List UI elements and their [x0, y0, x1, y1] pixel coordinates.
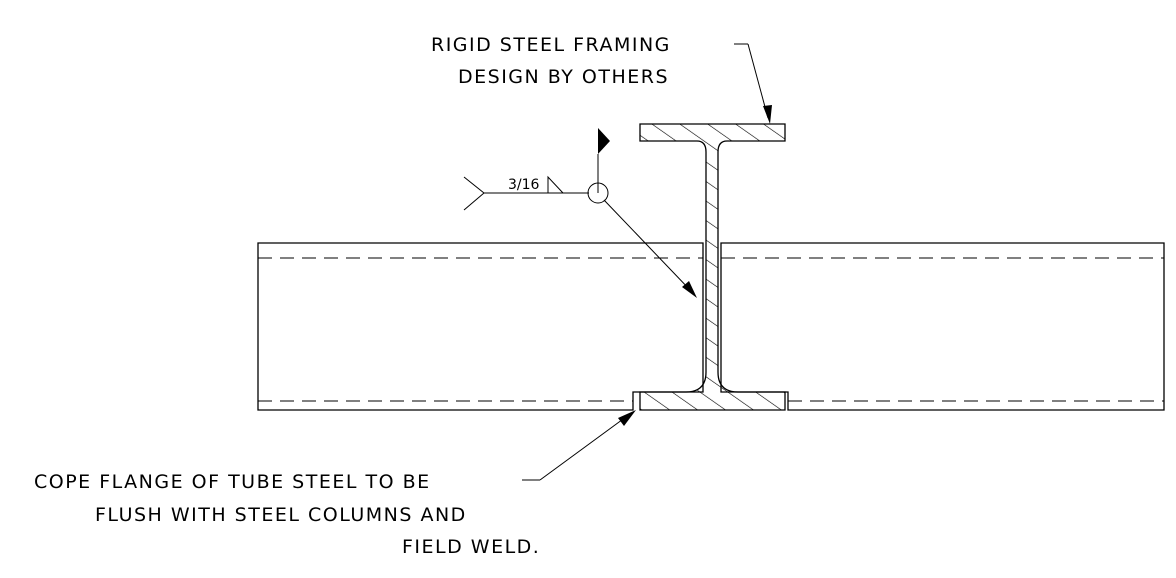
- tube-steel-right: [720, 242, 1165, 411]
- bottom-note-line1: COPE FLANGE OF TUBE STEEL TO BE: [34, 471, 431, 493]
- weld-symbol: 3/16: [463, 128, 697, 298]
- bottom-note-line3: FIELD WELD.: [402, 536, 540, 558]
- top-note-line2: DESIGN BY OTHERS: [458, 66, 669, 88]
- bottom-note-line2: FLUSH WITH STEEL COLUMNS AND: [95, 504, 467, 526]
- tube-steel-left: [257, 242, 704, 411]
- steel-column-section: [639, 123, 786, 411]
- weld-size-label: 3/16: [508, 177, 540, 193]
- top-note-line1: RIGID STEEL FRAMING: [431, 34, 671, 56]
- bottom-note-leader: [522, 410, 636, 481]
- top-note-leader: [734, 43, 772, 124]
